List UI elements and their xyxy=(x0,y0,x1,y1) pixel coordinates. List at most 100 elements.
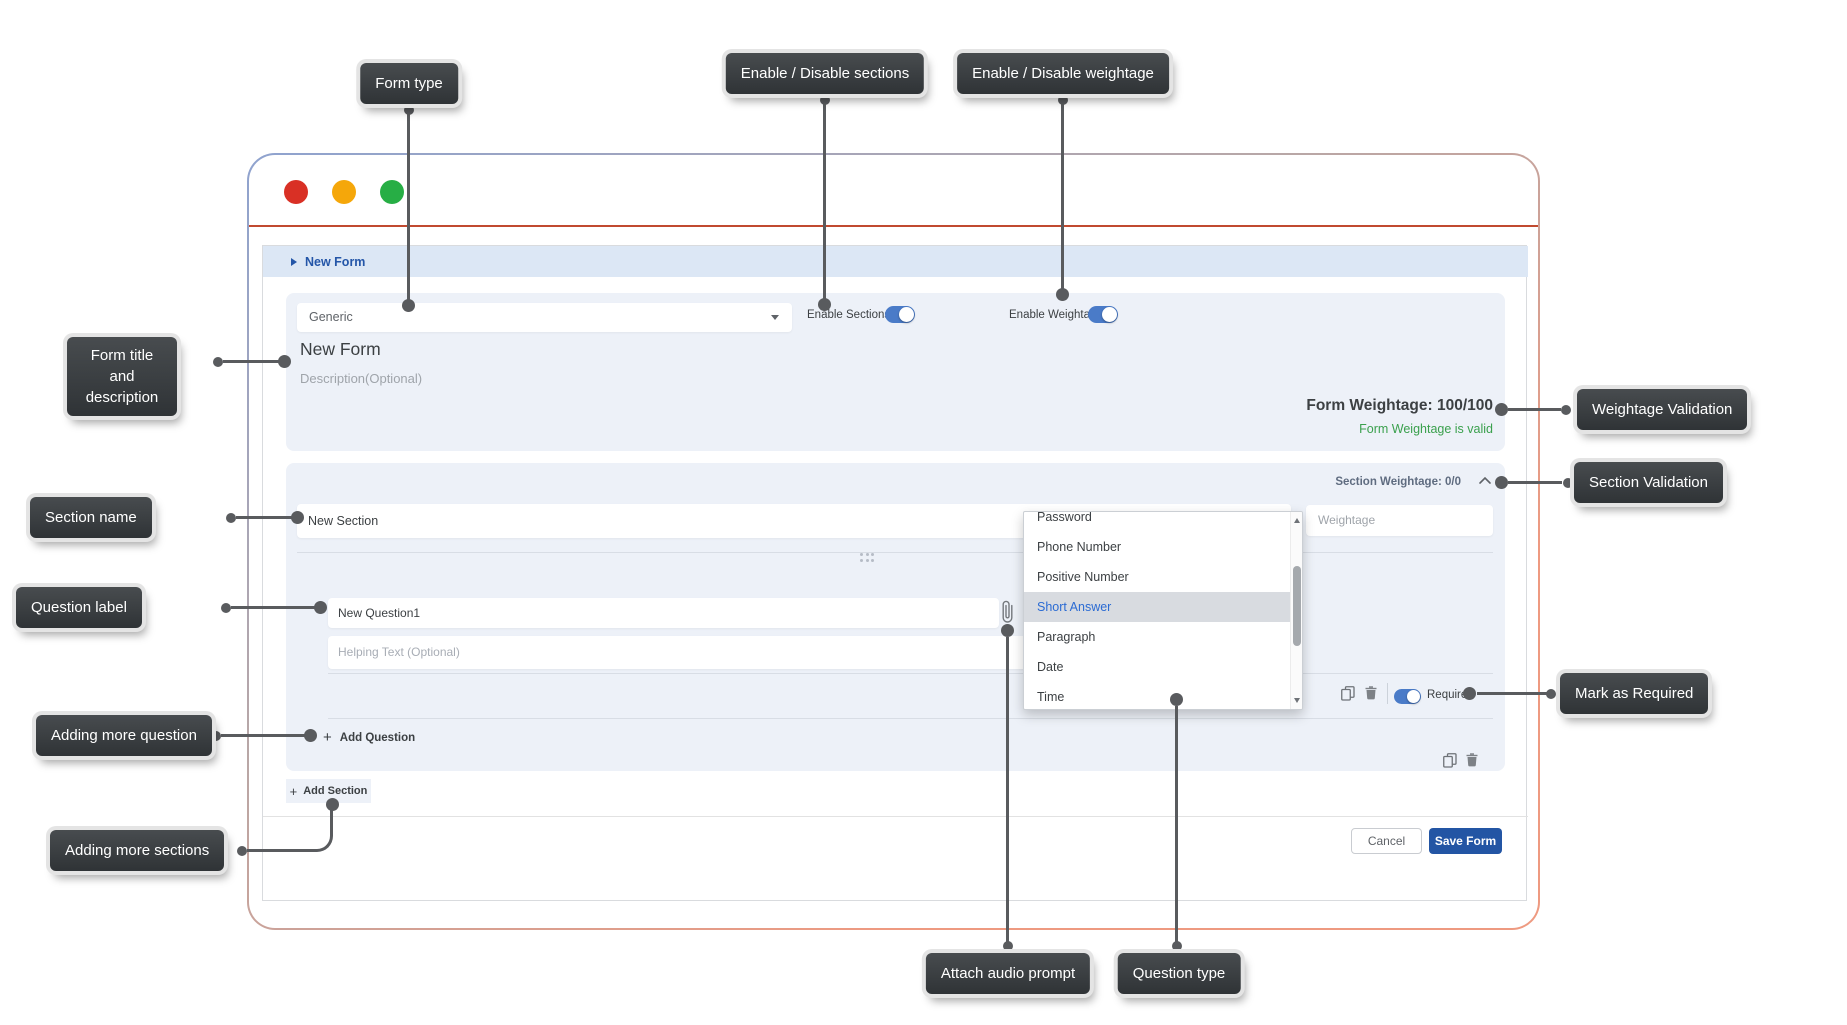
question-label-input[interactable]: New Question1 xyxy=(328,598,999,628)
form-weightage-status: Form Weightage is valid xyxy=(1359,422,1493,436)
browser-window-body: New Form Generic Enable Sections Enable … xyxy=(249,155,1538,928)
question-divider xyxy=(328,673,1493,674)
drag-handle-icon[interactable] xyxy=(860,553,876,562)
section-divider xyxy=(297,552,1493,553)
breadcrumb-label[interactable]: New Form xyxy=(305,254,366,269)
add-question-label: Add Question xyxy=(339,731,416,744)
connector-dot xyxy=(326,798,339,811)
form-header-panel: Generic Enable Sections Enable Weightage… xyxy=(286,293,1505,451)
connector-line xyxy=(221,734,306,737)
connector-line xyxy=(1061,103,1064,290)
dropdown-scrollbar[interactable] xyxy=(1290,512,1302,709)
section-weightage-input[interactable]: Weightage xyxy=(1306,505,1493,536)
dropdown-item-password[interactable]: Password xyxy=(1037,511,1092,524)
cancel-button[interactable]: Cancel xyxy=(1351,828,1422,854)
connector-line xyxy=(1175,706,1178,943)
window-close-icon[interactable] xyxy=(284,180,308,204)
copy-question-icon[interactable] xyxy=(1341,686,1355,701)
scrollbar-thumb[interactable] xyxy=(1293,566,1301,646)
form-type-select[interactable]: Generic xyxy=(297,303,792,332)
action-separator xyxy=(1387,683,1388,704)
connector-dot xyxy=(1546,689,1556,699)
connector-dot xyxy=(1561,405,1571,415)
add-section-button[interactable]: + Add Section xyxy=(286,779,371,803)
dropdown-item-date[interactable]: Date xyxy=(1037,660,1064,674)
delete-section-icon[interactable] xyxy=(1466,753,1478,767)
add-question-button[interactable]: + Add Question xyxy=(323,729,415,746)
connector-dot xyxy=(213,357,223,367)
callout-enable-disable-weightage: Enable / Disable weightage xyxy=(957,53,1169,94)
connector-line xyxy=(407,113,410,303)
dropdown-item-short-answer[interactable]: Short Answer xyxy=(1024,592,1290,622)
connector-dot xyxy=(818,298,831,311)
toggle-knob xyxy=(1407,690,1420,703)
attach-audio-icon[interactable] xyxy=(1000,599,1015,625)
connector-line xyxy=(231,606,316,609)
enable-weightage-toggle[interactable] xyxy=(1088,306,1118,323)
callout-section-validation: Section Validation xyxy=(1574,462,1723,503)
section-weightage-label: Section Weightage: 0/0 xyxy=(1335,476,1461,488)
dropdown-item-paragraph[interactable]: Paragraph xyxy=(1037,630,1096,644)
save-form-button[interactable]: Save Form xyxy=(1429,828,1502,854)
connector-dot xyxy=(1563,478,1573,488)
add-section-label: Add Section xyxy=(303,785,368,797)
connector-dot xyxy=(314,601,327,614)
plus-icon: + xyxy=(323,729,332,746)
dropdown-item-positive-number[interactable]: Positive Number xyxy=(1037,570,1129,584)
connector-dot xyxy=(402,299,415,312)
callout-adding-more-sections: Adding more sections xyxy=(50,830,225,871)
form-title-field[interactable]: New Form xyxy=(300,339,381,359)
connector-elbow-line xyxy=(247,808,333,852)
dropdown-item-time[interactable]: Time xyxy=(1037,690,1065,704)
plus-icon: + xyxy=(289,783,298,799)
enable-sections-toggle[interactable] xyxy=(885,306,915,323)
form-type-value: Generic xyxy=(309,310,353,324)
toggle-knob xyxy=(1102,307,1117,322)
delete-question-icon[interactable] xyxy=(1365,686,1377,700)
window-minimize-icon[interactable] xyxy=(332,180,356,204)
scroll-down-icon[interactable] xyxy=(1294,698,1300,703)
form-description-field[interactable]: Description(Optional) xyxy=(300,371,423,386)
callout-enable-disable-sections: Enable / Disable sections xyxy=(725,53,925,94)
connector-line xyxy=(223,360,283,363)
connector-dot xyxy=(1003,941,1013,951)
connector-line xyxy=(823,103,826,300)
callout-attach-audio-prompt: Attach audio prompt xyxy=(925,953,1091,994)
window-maximize-icon[interactable] xyxy=(380,180,404,204)
breadcrumb: New Form xyxy=(263,246,1528,277)
connector-dot xyxy=(304,729,317,742)
form-weightage-total: Form Weightage: 100/100 xyxy=(1306,397,1493,414)
connector-line xyxy=(236,516,294,519)
browser-window: New Form Generic Enable Sections Enable … xyxy=(247,153,1540,930)
connector-dot xyxy=(291,511,304,524)
required-toggle[interactable] xyxy=(1394,689,1421,704)
connector-dot xyxy=(404,105,414,115)
dropdown-item-phone-number[interactable]: Phone Number xyxy=(1037,540,1122,554)
chevron-down-icon xyxy=(771,315,779,320)
question-bottom-divider xyxy=(328,718,1493,719)
connector-dot xyxy=(1495,476,1508,489)
copy-section-icon[interactable] xyxy=(1443,753,1457,768)
footer-divider xyxy=(263,816,1528,817)
collapse-section-icon[interactable] xyxy=(1478,476,1492,485)
enable-sections-label: Enable Sections xyxy=(807,309,891,321)
callout-form-title-description: Form title and description xyxy=(67,337,177,416)
connector-line xyxy=(1006,637,1009,943)
callout-form-type: Form type xyxy=(360,63,458,104)
scroll-up-icon[interactable] xyxy=(1294,518,1300,523)
callout-weightage-validation: Weightage Validation xyxy=(1577,389,1748,430)
enable-weightage-label: Enable Weightage xyxy=(1009,309,1103,321)
toggle-knob xyxy=(899,307,914,322)
connector-dot xyxy=(1058,95,1068,105)
connector-dot xyxy=(221,603,231,613)
connector-dot xyxy=(1172,941,1182,951)
connector-dot xyxy=(1170,693,1183,706)
connector-dot xyxy=(211,731,221,741)
breadcrumb-arrow-icon xyxy=(291,257,297,266)
connector-dot xyxy=(820,95,830,105)
connector-line xyxy=(1508,408,1561,411)
connector-dot xyxy=(1463,687,1476,700)
callout-question-type: Question type xyxy=(1117,953,1241,994)
callout-section-name: Section name xyxy=(30,497,152,538)
